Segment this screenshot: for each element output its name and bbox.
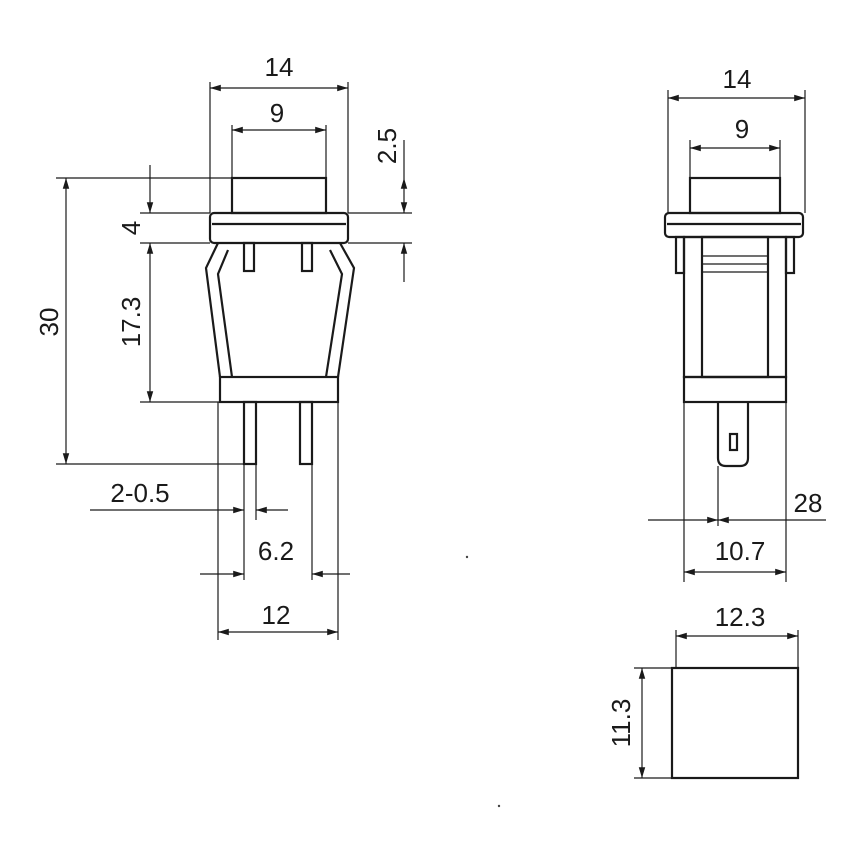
side-view: 14 9 28 10.7: [648, 64, 826, 582]
side-dimension-lines: [648, 94, 826, 576]
cutout-height-label: 11.3: [606, 699, 636, 748]
front-body-height-label: 17.3: [116, 297, 146, 348]
front-extension-lines: [56, 82, 412, 640]
front-terminal-spacing-label: 6.2: [258, 536, 294, 566]
side-total-height-label: 28: [794, 488, 823, 518]
cutout-width-label: 12.3: [715, 602, 766, 632]
side-base-width-label: 10.7: [715, 536, 766, 566]
front-cap-height-label: 2.5: [372, 128, 402, 164]
side-cap-width-label: 9: [735, 114, 749, 144]
scan-speck: [497, 804, 501, 808]
front-total-height-label: 30: [34, 308, 64, 337]
side-extension-lines: [667, 90, 806, 582]
front-flange-thickness-label: 4: [116, 221, 146, 235]
front-view: 14 9 2.5 4 17.3 30 2-0.5 6.2 12: [34, 52, 412, 640]
scan-speck: [465, 555, 469, 559]
panel-cutout-rect: [670, 666, 800, 780]
panel-cutout-view: 12.3 11.3: [606, 602, 800, 780]
front-base-width-label: 12: [262, 600, 291, 630]
side-overall-width-label: 14: [723, 64, 752, 94]
front-switch-body: [204, 176, 356, 466]
front-overall-width-label: 14: [265, 52, 294, 82]
front-dimension-labels: 14 9 2.5 4 17.3 30 2-0.5 6.2 12: [34, 52, 402, 630]
side-switch-body: [663, 176, 805, 468]
front-dimension-lines: [62, 84, 408, 636]
side-dimension-labels: 14 9 28 10.7: [715, 64, 823, 566]
front-terminal-thickness-label: 2-0.5: [110, 478, 169, 508]
front-cap-width-label: 9: [270, 98, 284, 128]
